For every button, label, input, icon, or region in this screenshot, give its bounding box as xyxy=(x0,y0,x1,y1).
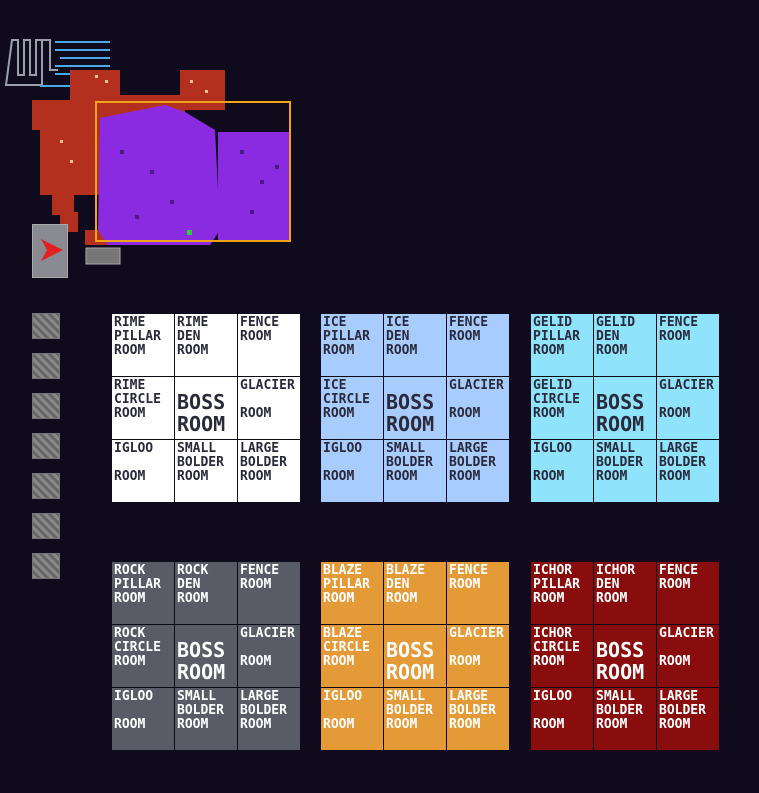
tile-blaze-6[interactable]: IGLoo ROOM xyxy=(321,688,383,750)
tileset-thumbnail-6[interactable] xyxy=(32,513,60,539)
tile-ichor-4[interactable]: BOSS ROOM xyxy=(594,625,656,687)
tile-rime-0[interactable]: RIME PILLAR ROOM xyxy=(112,314,174,376)
tileset-thumbnail-3[interactable] xyxy=(32,393,60,419)
tile-rime-7[interactable]: SMALL BOLDER ROOM xyxy=(175,440,237,502)
tile-ichor-6[interactable]: IGLoo ROOM xyxy=(531,688,593,750)
tile-gelid-2[interactable]: FEnCE ROOM xyxy=(657,314,719,376)
tile-gelid-7[interactable]: SMALL BOLDER ROOM xyxy=(594,440,656,502)
tile-ice-2[interactable]: FEnCE ROOM xyxy=(447,314,509,376)
tileset-thumbnail-1[interactable] xyxy=(32,313,60,339)
tile-rock-4[interactable]: BOSS ROOM xyxy=(175,625,237,687)
tile-blaze-7[interactable]: SMALL BOLDER ROOM xyxy=(384,688,446,750)
tile-ichor-8[interactable]: LARGE BOLDER ROOM xyxy=(657,688,719,750)
red-arrow-icon xyxy=(41,239,63,261)
tile-ichor-0[interactable]: ICHOR PILLAR ROOM xyxy=(531,562,593,624)
tileset-thumbnail-5[interactable] xyxy=(32,473,60,499)
tile-ichor-2[interactable]: FEnCE ROOM xyxy=(657,562,719,624)
tile-rock-3[interactable]: ROCK CIRCLE ROOM xyxy=(112,625,174,687)
tile-ichor-7[interactable]: SMALL BOLDER ROOM xyxy=(594,688,656,750)
tile-rime-1[interactable]: RIME DEn ROOM xyxy=(175,314,237,376)
tileset-thumbnail-2[interactable] xyxy=(32,353,60,379)
tile-gelid-6[interactable]: IGLoo ROOM xyxy=(531,440,593,502)
tile-blaze-8[interactable]: LARGE BOLDER ROOM xyxy=(447,688,509,750)
tile-gelid-4[interactable]: BOSS ROOM xyxy=(594,377,656,439)
tile-rock-0[interactable]: ROCK PILLAR ROOM xyxy=(112,562,174,624)
tile-ichor-1[interactable]: ICHOR DEn ROOM xyxy=(594,562,656,624)
minimap-purple-rooms xyxy=(98,105,290,245)
tile-ice-5[interactable]: GLACIER ROOM xyxy=(447,377,509,439)
tile-rock-8[interactable]: LARGE BOLDER ROOM xyxy=(238,688,300,750)
tile-gelid-8[interactable]: LARGE BOLDER ROOM xyxy=(657,440,719,502)
tile-gelid-0[interactable]: GELID PILLAR ROOM xyxy=(531,314,593,376)
level-minimap[interactable] xyxy=(0,0,300,290)
tile-rime-6[interactable]: IGLoo ROOM xyxy=(112,440,174,502)
tile-gelid-3[interactable]: GELID CIRCLE ROOM xyxy=(531,377,593,439)
tile-rock-6[interactable]: IGLoo ROOM xyxy=(112,688,174,750)
tile-rime-8[interactable]: LARGE BOLDER ROOM xyxy=(238,440,300,502)
tile-ice-3[interactable]: ICE CIRCLE ROOM xyxy=(321,377,383,439)
tileset-thumbnail-4[interactable] xyxy=(32,433,60,459)
tile-blaze-1[interactable]: BLAZE DEn ROOM xyxy=(384,562,446,624)
tile-ichor-5[interactable]: GLACIER ROOM xyxy=(657,625,719,687)
tile-blaze-3[interactable]: BLAZE CIRCLE ROOM xyxy=(321,625,383,687)
tile-gelid-5[interactable]: GLACIER ROOM xyxy=(657,377,719,439)
tile-blaze-0[interactable]: BLAZE PILLAR ROOM xyxy=(321,562,383,624)
tile-ice-4[interactable]: BOSS ROOM xyxy=(384,377,446,439)
tile-rime-4[interactable]: BOSS ROOM xyxy=(175,377,237,439)
tile-rock-7[interactable]: SMALL BOLDER ROOM xyxy=(175,688,237,750)
minimap-logo-grey xyxy=(4,39,58,86)
tile-rock-2[interactable]: FEnCE ROOM xyxy=(238,562,300,624)
tile-ice-6[interactable]: IGLoo ROOM xyxy=(321,440,383,502)
tile-ichor-3[interactable]: ICHOR CIRCLE ROOM xyxy=(531,625,593,687)
tileset-thumbnail-7[interactable] xyxy=(32,553,60,579)
tile-blaze-5[interactable]: GLACIER ROOM xyxy=(447,625,509,687)
tile-rime-3[interactable]: RIME CIRCLE ROOM xyxy=(112,377,174,439)
tile-rock-1[interactable]: ROCK DEn ROOM xyxy=(175,562,237,624)
tile-rock-5[interactable]: GLACIER ROOM xyxy=(238,625,300,687)
tile-ice-1[interactable]: ICE DEn ROOM xyxy=(384,314,446,376)
tile-blaze-4[interactable]: BOSS ROOM xyxy=(384,625,446,687)
tile-rime-5[interactable]: GLACIER ROOM xyxy=(238,377,300,439)
minimap-selection-outline xyxy=(95,101,291,242)
play-tile[interactable] xyxy=(32,224,68,278)
tile-ice-8[interactable]: LARGE BOLDER ROOM xyxy=(447,440,509,502)
tile-blaze-2[interactable]: FEnCE ROOM xyxy=(447,562,509,624)
tile-rime-2[interactable]: FEnCE ROOM xyxy=(238,314,300,376)
tile-ice-7[interactable]: SMALL BOLDER ROOM xyxy=(384,440,446,502)
tile-ice-0[interactable]: ICE PILLAR ROOM xyxy=(321,314,383,376)
tile-gelid-1[interactable]: GELID DEn ROOM xyxy=(594,314,656,376)
